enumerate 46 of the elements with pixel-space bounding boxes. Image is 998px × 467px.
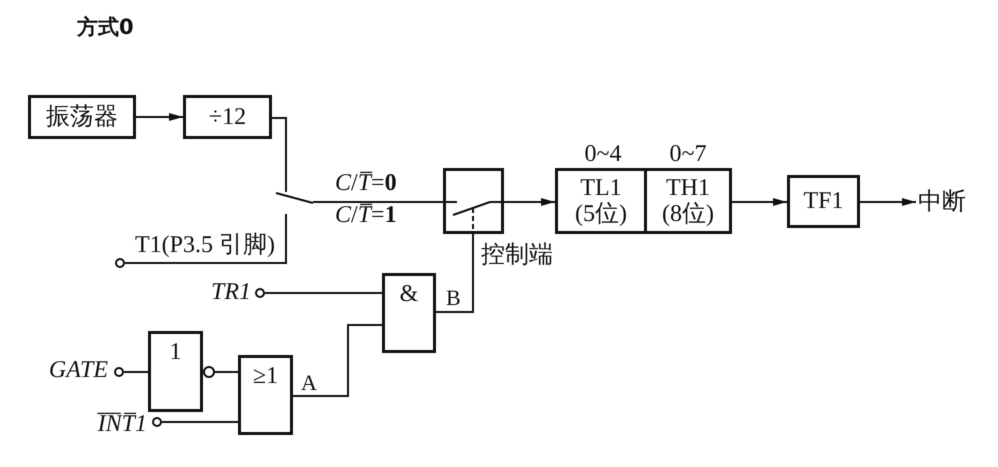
bit-range-label: 0~7: [670, 141, 706, 168]
arrow: [860, 198, 916, 206]
connector-line: [293, 324, 382, 397]
input-terminal: [114, 367, 124, 377]
switch-position-label: C/T̅=1: [335, 202, 397, 228]
output-label: 中断: [916, 189, 968, 215]
connector-line: [162, 421, 238, 423]
control-input-label: 控制端: [481, 242, 553, 268]
switch-position-label: C/T̅=0: [335, 170, 397, 196]
box-label: TH1 (8位): [661, 174, 715, 228]
arrow: [504, 198, 555, 206]
input-terminal: [152, 417, 162, 427]
signal-label: B: [446, 286, 461, 310]
arrow: [136, 113, 183, 121]
input-terminal: [115, 258, 125, 268]
connector-line: [215, 371, 238, 373]
connector-line: [272, 117, 287, 192]
gate-label: &: [400, 281, 418, 308]
flag-box: [787, 175, 860, 228]
connector-line: [436, 234, 474, 313]
box-label: 振荡器: [46, 104, 118, 130]
connector-line: [125, 214, 287, 264]
connector-line: [265, 292, 382, 294]
box-label: ÷12: [208, 104, 246, 130]
pin-label: GATE: [48, 357, 108, 384]
input-terminal: [255, 288, 265, 298]
control-switch-box: [443, 168, 504, 234]
selector-switch: [276, 192, 313, 204]
and-gate: [382, 273, 436, 353]
connector-line: [313, 201, 443, 203]
or-gate: [238, 355, 293, 435]
connector-line: [124, 371, 148, 373]
register-box: [644, 168, 732, 234]
oscillator-box: [28, 95, 136, 139]
gate-label: ≥1: [252, 363, 278, 390]
box-label: TL1 (5位): [574, 174, 628, 228]
diagram-title: 方式0: [77, 15, 134, 40]
register-box: [555, 168, 644, 234]
pin-label: I̅N̅T̅1: [98, 411, 147, 438]
arrow: [732, 198, 787, 206]
signal-label: A: [301, 371, 317, 396]
bit-range-label: 0~4: [584, 141, 622, 168]
pin-label: T1(P3.5 引脚): [135, 232, 275, 258]
box-label: TF1: [803, 188, 844, 215]
pin-label: TR1: [210, 279, 251, 306]
gate-label: 1: [170, 339, 182, 366]
